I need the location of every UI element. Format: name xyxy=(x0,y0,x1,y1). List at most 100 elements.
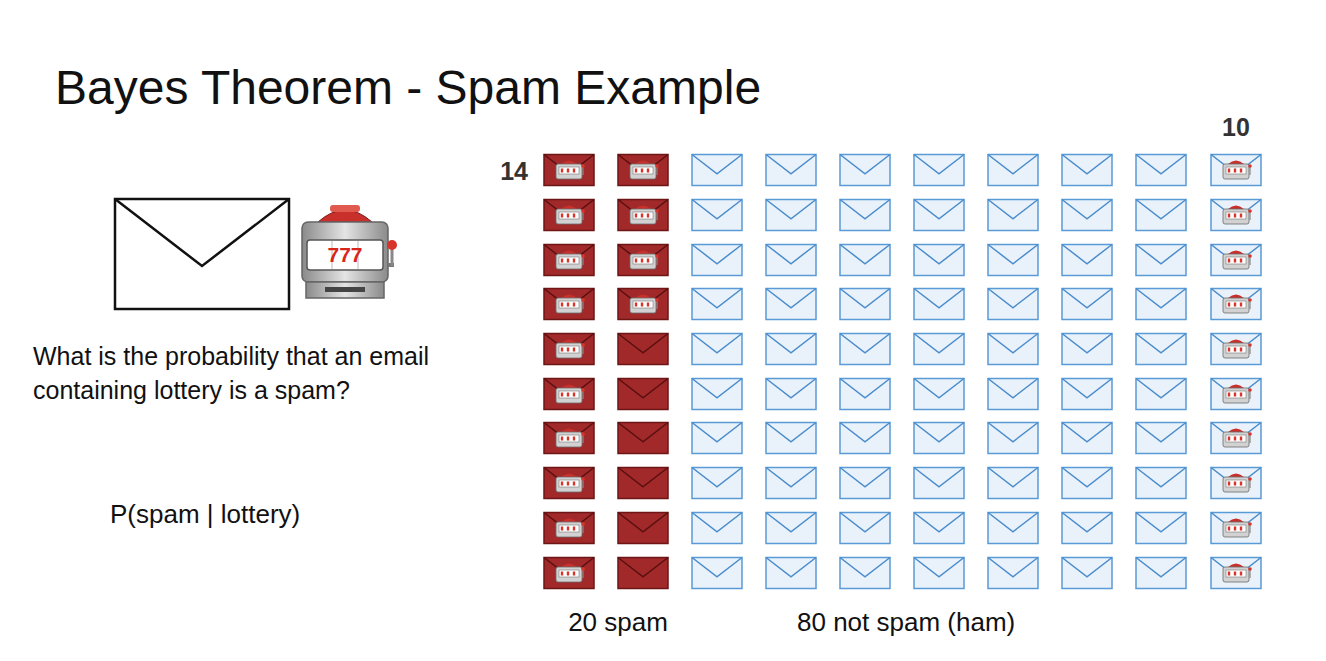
ham-email xyxy=(692,334,742,365)
ham-email xyxy=(1062,513,1112,544)
ham-email xyxy=(914,334,964,365)
ham-email xyxy=(1211,558,1261,589)
slot-machine-mini xyxy=(630,206,659,225)
ham-email xyxy=(988,200,1038,231)
ham-email xyxy=(988,155,1038,186)
ham-email xyxy=(766,468,816,499)
ham-email xyxy=(988,334,1038,365)
ham-email xyxy=(1211,468,1261,499)
ham-email xyxy=(692,513,742,544)
ham-email xyxy=(1136,334,1186,365)
ham-email xyxy=(1136,379,1186,410)
slot-machine-mini xyxy=(1223,295,1252,314)
ham-email xyxy=(1062,334,1112,365)
ham-email xyxy=(766,334,816,365)
slide-title: Bayes Theorem - Spam Example xyxy=(55,60,761,115)
ham-email xyxy=(766,155,816,186)
ham-email xyxy=(766,513,816,544)
slot-machine-mini xyxy=(556,385,585,404)
ham-email xyxy=(840,289,890,320)
count-label: 14 xyxy=(500,157,528,186)
ham-email xyxy=(840,334,890,365)
spam-email xyxy=(618,155,668,186)
slot-machine-mini xyxy=(1223,429,1252,448)
ham-email xyxy=(1211,289,1261,320)
spam-email xyxy=(544,334,594,365)
ham-email xyxy=(914,289,964,320)
slot-machine-mini xyxy=(630,251,659,270)
ham-email xyxy=(988,379,1038,410)
spam-email xyxy=(618,513,668,544)
slot-machine-mini xyxy=(1223,474,1252,493)
ham-email xyxy=(988,558,1038,589)
spam-email xyxy=(544,245,594,276)
slot-machine-mini xyxy=(556,564,585,583)
ham-email xyxy=(1136,513,1186,544)
question-text: What is the probability that an email co… xyxy=(33,340,493,408)
ham-email xyxy=(692,245,742,276)
spam-email xyxy=(544,468,594,499)
slot-machine-mini xyxy=(1223,385,1252,404)
ham-email xyxy=(988,513,1038,544)
ham-email xyxy=(1136,289,1186,320)
ham-email xyxy=(1062,423,1112,454)
ham-email xyxy=(692,379,742,410)
ham-email xyxy=(1136,468,1186,499)
spam-email xyxy=(618,334,668,365)
ham-email xyxy=(840,200,890,231)
slot-machine-mini xyxy=(556,474,585,493)
ham-email xyxy=(840,155,890,186)
ham-email xyxy=(692,289,742,320)
axis-caption: 80 not spam (ham) xyxy=(797,608,1015,638)
spam-email xyxy=(544,200,594,231)
ham-email xyxy=(914,379,964,410)
slot-machine-mini xyxy=(1223,340,1252,359)
ham-email xyxy=(840,468,890,499)
spam-email xyxy=(618,289,668,320)
spam-email xyxy=(544,558,594,589)
ham-email xyxy=(988,423,1038,454)
ham-email xyxy=(1136,558,1186,589)
ham-email xyxy=(840,379,890,410)
ham-email xyxy=(1211,379,1261,410)
slot-machine-mini xyxy=(1223,564,1252,583)
ham-email xyxy=(1062,468,1112,499)
ham-email xyxy=(840,513,890,544)
slot-machine-icon xyxy=(302,205,397,298)
ham-email xyxy=(1062,200,1112,231)
spam-email xyxy=(618,245,668,276)
ham-email xyxy=(1062,558,1112,589)
slot-machine-mini xyxy=(556,429,585,448)
slot-machine-mini xyxy=(630,161,659,180)
ham-email xyxy=(1136,423,1186,454)
slot-machine-mini xyxy=(1223,206,1252,225)
ham-email xyxy=(1211,423,1261,454)
count-label: 10 xyxy=(1222,113,1250,142)
slot-machine-mini xyxy=(1223,519,1252,538)
spam-email xyxy=(618,379,668,410)
spam-email xyxy=(618,558,668,589)
slot-machine-mini xyxy=(556,295,585,314)
ham-email xyxy=(766,289,816,320)
ham-email xyxy=(988,289,1038,320)
ham-email xyxy=(914,155,964,186)
ham-email xyxy=(914,200,964,231)
envelope-icon xyxy=(115,199,289,309)
spam-email xyxy=(544,289,594,320)
spam-email xyxy=(544,423,594,454)
ham-email xyxy=(1211,334,1261,365)
axis-caption: 20 spam xyxy=(568,608,668,638)
ham-email xyxy=(988,468,1038,499)
ham-email xyxy=(766,245,816,276)
slot-machine-mini xyxy=(556,206,585,225)
ham-email xyxy=(766,558,816,589)
ham-email xyxy=(840,558,890,589)
ham-email xyxy=(1062,379,1112,410)
slot-machine-mini xyxy=(556,161,585,180)
ham-email xyxy=(1062,289,1112,320)
ham-email xyxy=(692,423,742,454)
ham-email xyxy=(840,423,890,454)
ham-email xyxy=(1211,513,1261,544)
email-grid xyxy=(544,155,1261,589)
slot-machine-mini xyxy=(556,251,585,270)
